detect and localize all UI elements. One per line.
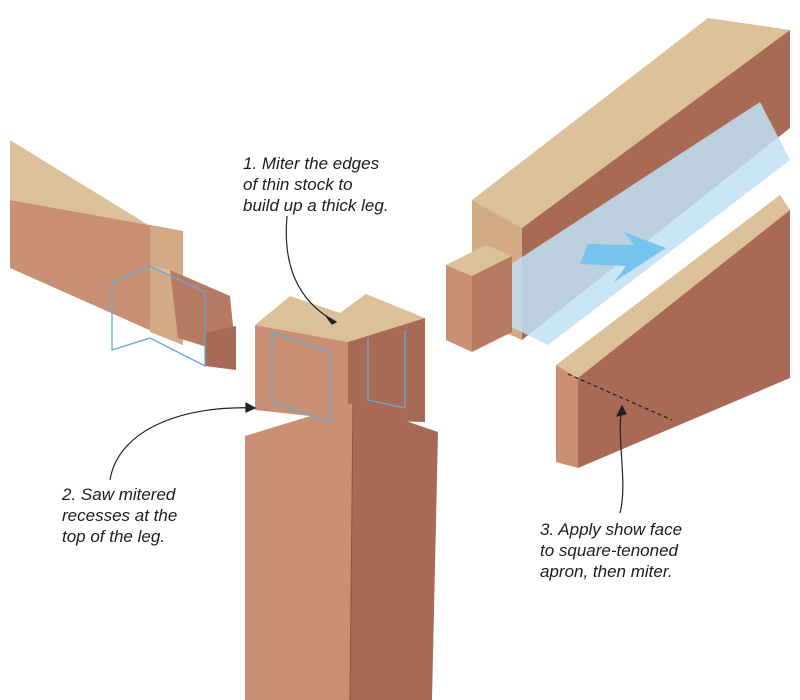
- callout-3-line-2: to square-tenoned: [540, 540, 682, 561]
- callout-2-line-3: top of the leg.: [62, 526, 177, 547]
- callout-1-line-2: of thin stock to: [243, 174, 389, 195]
- callout-3-line-3: apron, then miter.: [540, 561, 682, 582]
- callout-2-text: 2. Saw mitered recesses at the top of th…: [62, 484, 177, 547]
- callout-1-line-3: build up a thick leg.: [243, 195, 389, 216]
- callout-2-line-2: recesses at the: [62, 505, 177, 526]
- callout-3-line-1: 3. Apply show face: [540, 519, 682, 540]
- left-apron: [10, 140, 236, 370]
- leader-arrowhead-2: [246, 403, 255, 412]
- left-apron-tenon-face: [205, 326, 236, 370]
- leg-right-face: [350, 403, 438, 700]
- leader-line-2: [110, 408, 255, 480]
- leg-left-face: [245, 403, 353, 700]
- callout-3-text: 3. Apply show face to square-tenoned apr…: [540, 519, 682, 582]
- callout-1-line-1: 1. Miter the edges: [243, 153, 389, 174]
- show-face-board-end: [556, 365, 578, 468]
- right-apron-tenon-face: [446, 265, 472, 352]
- center-leg: [245, 294, 438, 700]
- callout-2-line-1: 2. Saw mitered: [62, 484, 177, 505]
- callout-1-text: 1. Miter the edges of thin stock to buil…: [243, 153, 389, 216]
